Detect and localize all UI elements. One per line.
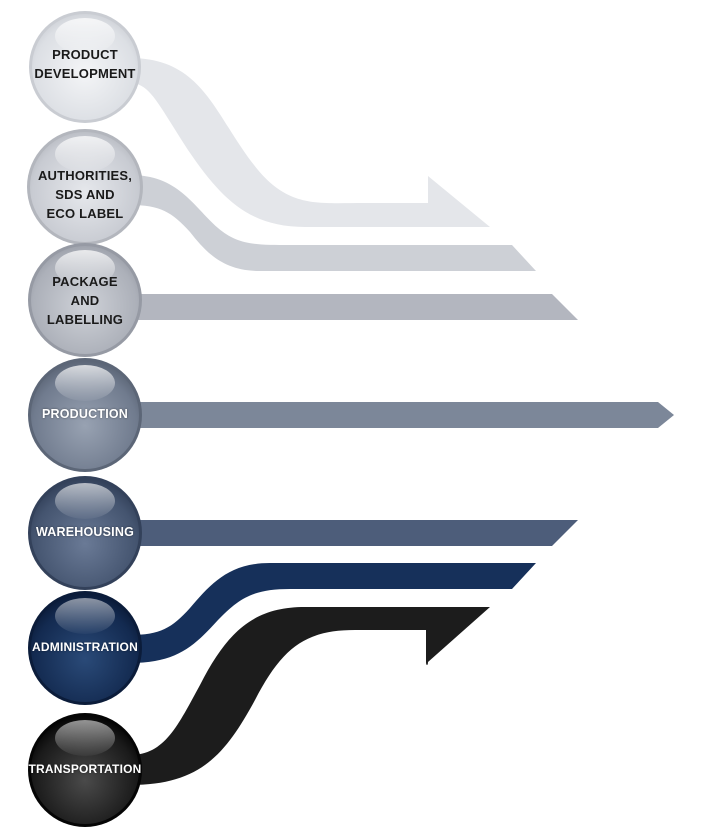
stage-label-line: PRODUCTION [41, 407, 129, 421]
sphere-production [28, 358, 142, 472]
arrow-package [130, 294, 578, 320]
sphere-authorities [27, 129, 143, 245]
stage-label-line: PRODUCT [52, 47, 118, 62]
stage-label-product-development: PRODUCT DEVELOPMENT [25, 45, 145, 83]
stage-label-line: ADMINISTRATION [32, 640, 138, 654]
sphere-product-development [29, 11, 141, 123]
sphere-package [28, 243, 142, 357]
stage-label-line: LABELLING [46, 312, 124, 327]
stage-label-authorities: AUTHORITIES, SDS AND ECO LABEL [25, 166, 145, 223]
stage-label-line: AND [70, 293, 100, 308]
stage-label-line: TRANSPORTATION [28, 762, 142, 776]
stage-label-production: PRODUCTION [25, 405, 145, 424]
sphere-administration [28, 591, 142, 705]
arrow-product-development [130, 58, 490, 227]
arrow-warehousing [130, 520, 578, 546]
stage-label-package: PACKAGE AND LABELLING [25, 272, 145, 329]
stage-label-line: SDS AND [55, 187, 115, 202]
stage-label-line: DEVELOPMENT [34, 66, 136, 81]
stage-label-warehousing: WAREHOUSING [25, 523, 145, 542]
arrow-authorities [130, 175, 536, 271]
sphere-warehousing [28, 476, 142, 590]
stage-label-line: WAREHOUSING [35, 525, 135, 539]
stage-label-administration: ADMINISTRATION [25, 638, 145, 657]
stage-label-line: ECO LABEL [46, 206, 124, 221]
arrow-production [130, 402, 674, 428]
stage-label-transportation: TRANSPORTATION [25, 760, 145, 779]
stage-label-line: AUTHORITIES, [37, 168, 133, 183]
sphere-transportation [28, 713, 142, 827]
arrow-transportation [130, 607, 490, 785]
arrow-administration [130, 563, 536, 663]
stage-label-line: PACKAGE [52, 274, 118, 289]
